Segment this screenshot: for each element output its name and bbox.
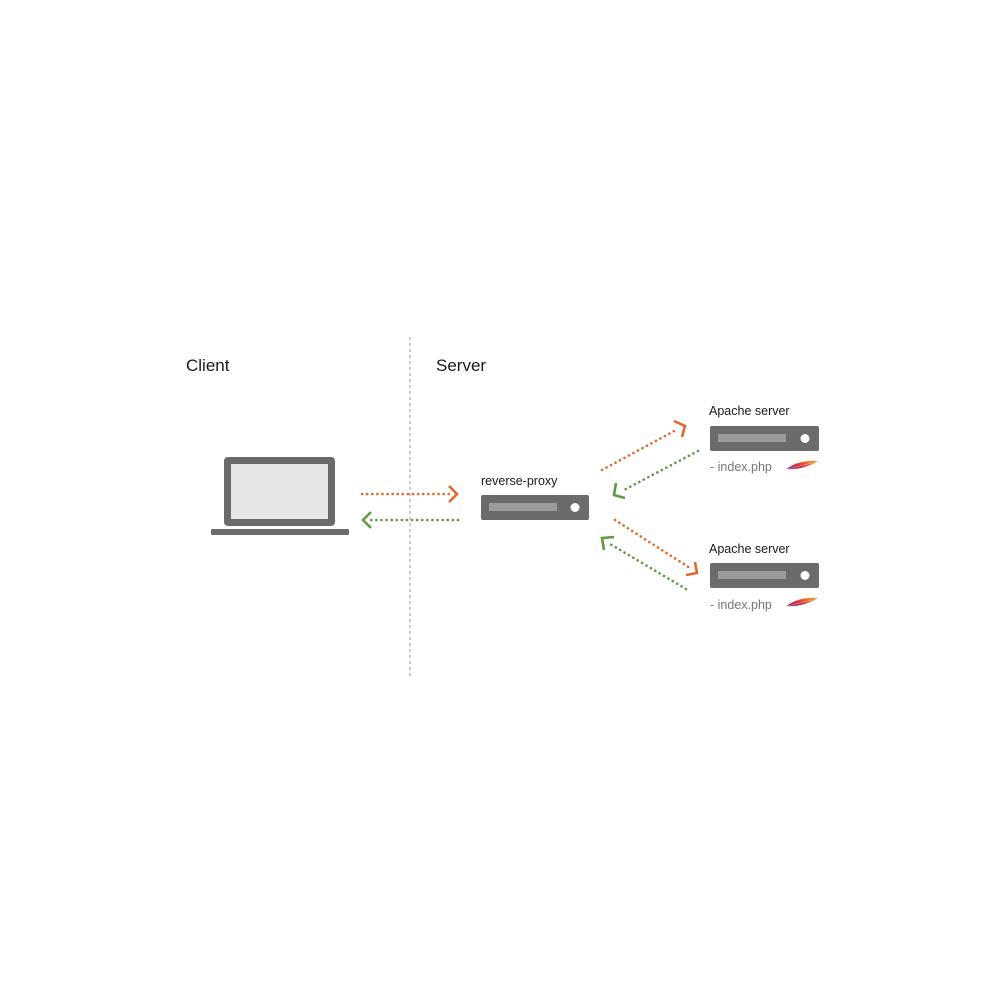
reverse-proxy-label: reverse-proxy — [481, 474, 558, 488]
apache2-response-arrow — [600, 535, 688, 591]
apache1-file-label: - index.php — [710, 460, 772, 474]
apache2-label: Apache server — [709, 542, 790, 556]
client-section-label: Client — [186, 356, 230, 375]
apache1-request-arrow — [600, 419, 687, 472]
apache2-server-icon — [710, 563, 819, 588]
apache1-label: Apache server — [709, 404, 790, 418]
apache1-response-arrow — [612, 449, 700, 500]
apache2-request-arrow — [613, 518, 699, 577]
reverse-proxy-server-icon — [481, 495, 589, 520]
apache1-feather-icon — [786, 460, 818, 470]
apache2-file-label: - index.php — [710, 598, 772, 612]
client-request-arrow — [360, 485, 459, 503]
server-section-label: Server — [436, 356, 486, 375]
apache1-server-icon — [710, 426, 819, 451]
client-response-arrow — [361, 511, 460, 529]
laptop-icon — [211, 457, 349, 535]
apache2-feather-icon — [786, 597, 818, 607]
